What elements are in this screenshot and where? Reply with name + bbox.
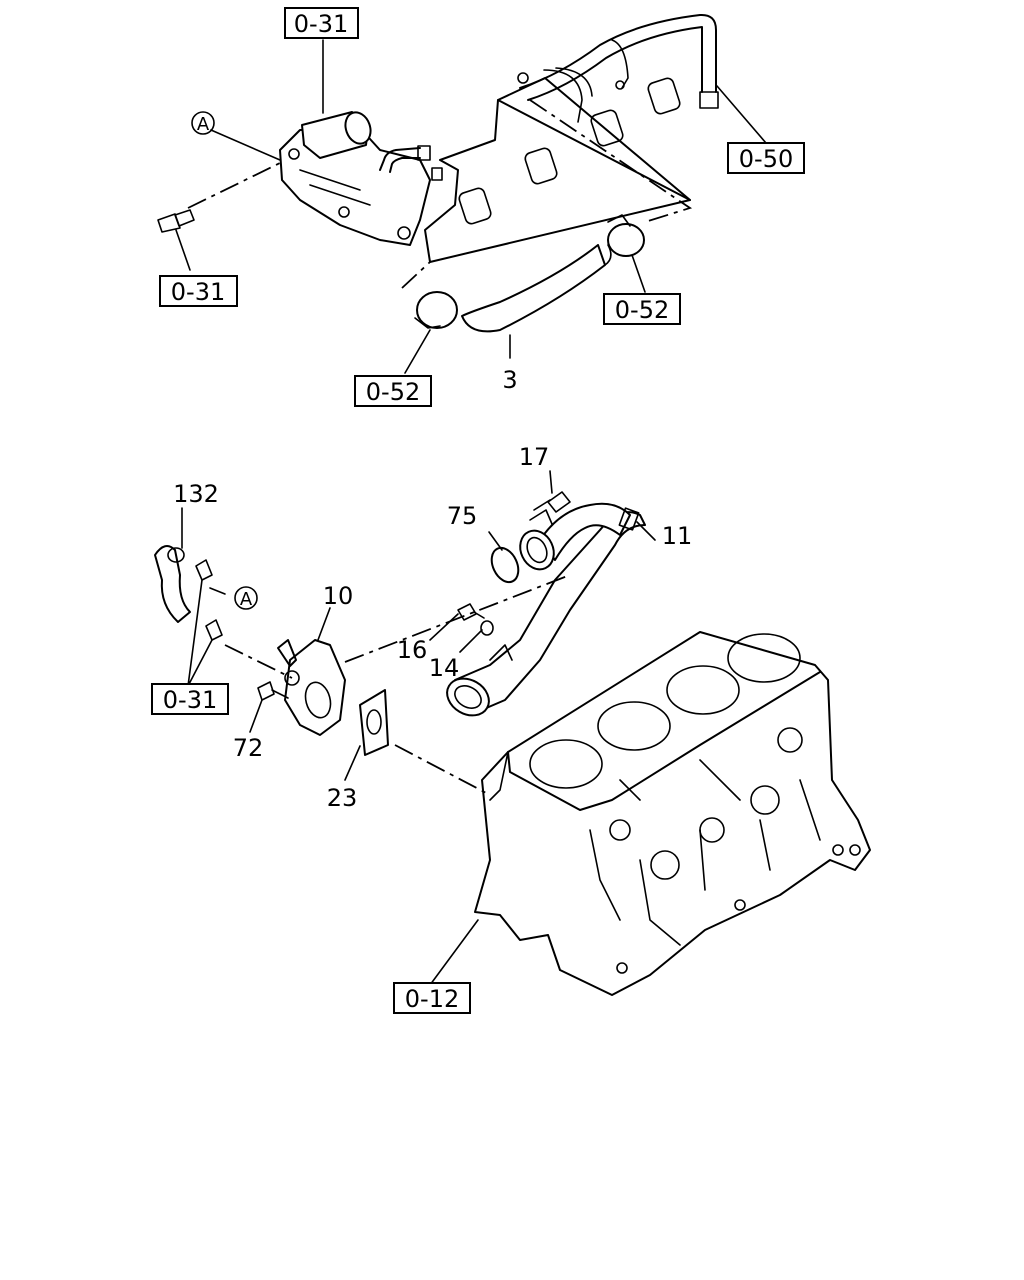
part-label-11: 11: [662, 522, 693, 550]
svg-text:0-31: 0-31: [171, 278, 225, 306]
svg-text:0-52: 0-52: [366, 378, 420, 406]
ref-0-31-mid: 0-31: [151, 683, 229, 715]
water-pipe-11: [446, 502, 646, 717]
bolt-72: [257, 681, 289, 701]
part-label-3: 3: [502, 366, 517, 394]
gasket-23: [359, 689, 389, 756]
engine-block: [474, 631, 871, 996]
ref-0-52-right: 0-52: [603, 293, 681, 325]
svg-text:0-52: 0-52: [615, 296, 669, 324]
bolt-17: [533, 491, 571, 513]
part-label-23: 23: [327, 784, 358, 812]
hose-clamp-right: [607, 214, 645, 257]
svg-text:0-31: 0-31: [163, 686, 217, 714]
bolt-top: [157, 209, 195, 233]
svg-text:A: A: [240, 589, 253, 610]
hose-132: [154, 545, 191, 623]
svg-text:0-31: 0-31: [294, 10, 348, 38]
ref-0-12: 0-12: [393, 982, 471, 1014]
o-ring-75: [490, 546, 520, 584]
ref-0-50: 0-50: [727, 142, 805, 174]
hose-3: [461, 244, 612, 333]
intake-manifold: [424, 77, 691, 263]
svg-text:0-12: 0-12: [405, 985, 459, 1013]
svg-text:A: A: [197, 114, 210, 135]
part-label-16: 16: [397, 636, 428, 664]
ref-0-31-top: 0-31: [284, 7, 359, 39]
callout-a-mid: A: [234, 586, 258, 610]
water-outlet-10: [277, 639, 346, 736]
part-label-17: 17: [519, 443, 550, 471]
washer-14: [480, 620, 494, 636]
part-label-14: 14: [429, 654, 460, 682]
thermostat-housing: [279, 111, 443, 246]
clamps-0-31: [195, 559, 223, 641]
part-label-75: 75: [447, 502, 478, 530]
hose-clamp-left: [414, 291, 458, 329]
part-label-72: 72: [233, 734, 264, 762]
ref-0-52-left: 0-52: [354, 375, 432, 407]
callout-a-top: A: [191, 111, 215, 135]
svg-text:0-50: 0-50: [739, 145, 793, 173]
part-label-10: 10: [323, 582, 354, 610]
ref-0-31-left: 0-31: [159, 275, 238, 307]
heater-pipe: [517, 13, 719, 123]
part-label-132: 132: [173, 480, 219, 508]
